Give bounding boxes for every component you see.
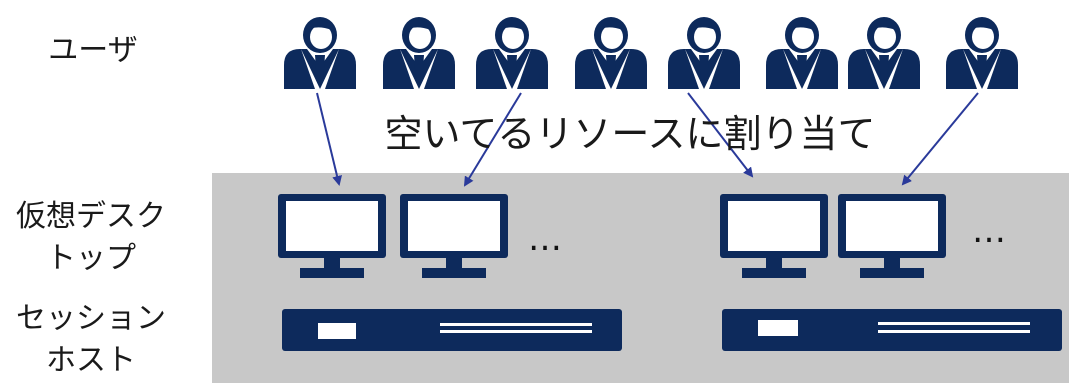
user-icon (476, 17, 548, 89)
assignment-caption: 空いてるリソースに割り当て (384, 112, 876, 156)
user-icon (766, 17, 838, 89)
virtual-desktop-label: 仮想デスク トップ (12, 196, 170, 280)
monitor-icon (400, 194, 508, 278)
monitor-icon (720, 194, 828, 278)
ellipsis: … (528, 219, 562, 259)
user-icon (284, 17, 356, 89)
user-icon (848, 17, 920, 89)
monitor-icon (278, 194, 386, 278)
assignment-arrow (316, 92, 342, 186)
user-icon (383, 17, 455, 89)
user-icon (668, 17, 740, 89)
virtual-desktop-label-line1: 仮想デスク (16, 199, 166, 234)
assignment-arrow (463, 92, 522, 187)
ellipsis: … (972, 211, 1006, 251)
user-icon (946, 17, 1018, 89)
session-host-label-line2: ホスト (46, 343, 136, 378)
server-icon (722, 309, 1062, 351)
users-label: ユーザ (48, 33, 138, 68)
virtual-desktop-label-line2: トップ (46, 241, 136, 276)
monitor-icon (838, 194, 946, 278)
server-icon (282, 309, 622, 351)
assignment-arrow (901, 92, 979, 186)
assignment-arrow (687, 92, 754, 178)
session-host-label-line1: セッション (16, 301, 166, 336)
user-icon (575, 17, 647, 89)
session-host-label: セッション ホスト (12, 298, 170, 382)
